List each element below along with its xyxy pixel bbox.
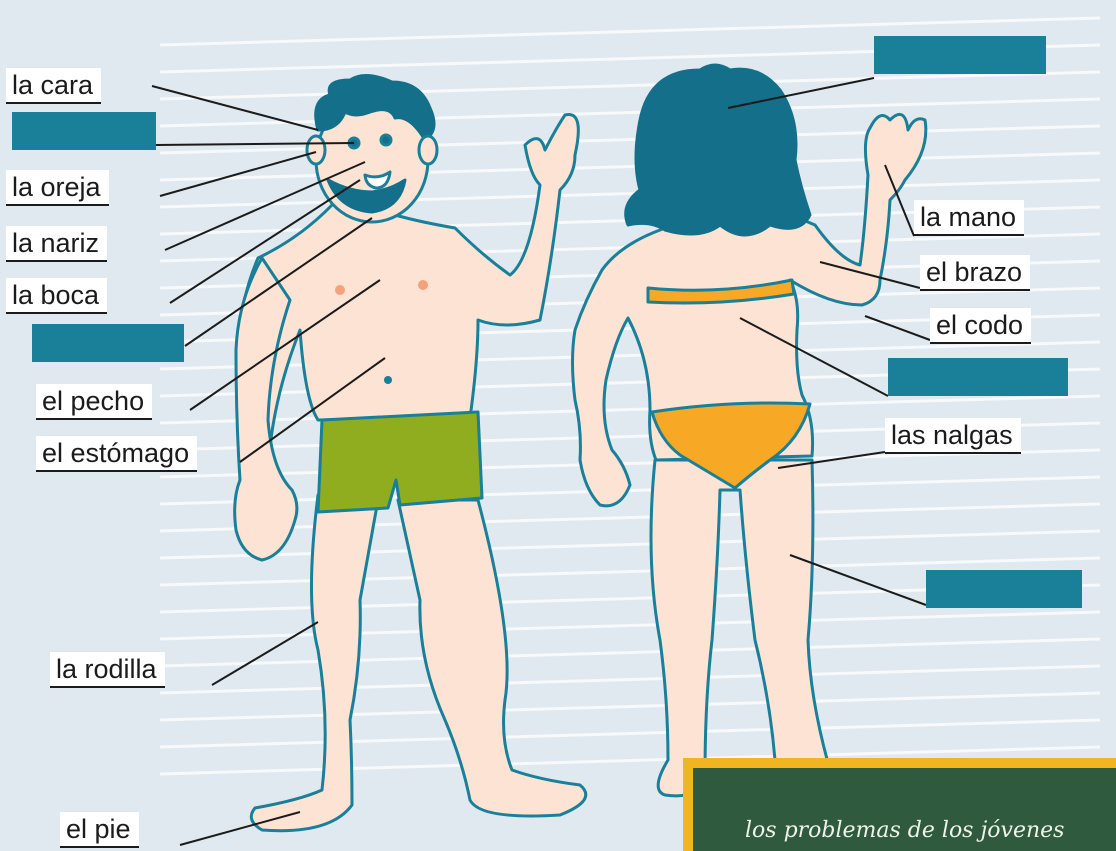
- woman-torso: [571, 112, 928, 508]
- line-blank-espalda: [739, 317, 889, 397]
- label-la-nariz: la nariz: [6, 226, 108, 262]
- man-navel: [384, 376, 392, 384]
- line-el-pecho: [189, 279, 381, 411]
- line-el-estomago: [239, 357, 386, 463]
- man-eye-right: [379, 133, 393, 147]
- blank-label-box-eye: [12, 112, 156, 150]
- line-el-codo: [864, 315, 931, 341]
- leader-lines: [151, 77, 931, 846]
- blank-label-box-hair: [874, 36, 1046, 74]
- woman-figure: [571, 63, 928, 798]
- man-left-ear: [305, 134, 327, 166]
- label-el-pecho: el pecho: [36, 384, 153, 420]
- line-la-nariz: [164, 161, 366, 251]
- woman-hair: [624, 63, 812, 237]
- label-el-codo: el codo: [930, 308, 1032, 344]
- man-nipple-right: [418, 280, 428, 290]
- line-las-nalgas: [777, 451, 886, 469]
- blank-label-box-leg: [926, 570, 1082, 608]
- man-mouth: [363, 170, 392, 190]
- man-shorts: [316, 410, 484, 514]
- line-blank-cuello: [184, 217, 373, 347]
- line-la-cara: [151, 85, 319, 131]
- woman-bikini-top: [646, 278, 796, 305]
- label-la-boca: la boca: [6, 278, 108, 314]
- label-la-oreja: la oreja: [6, 170, 109, 206]
- ruled-lines: [159, 16, 1101, 776]
- label-el-estomago: el estómago: [36, 436, 198, 472]
- blank-label-box-neck: [32, 324, 184, 362]
- line-la-mano: [884, 164, 915, 237]
- line-blank-pierna: [789, 554, 927, 606]
- man-hair: [314, 74, 436, 142]
- line-la-oreja: [159, 151, 317, 197]
- label-la-mano: la mano: [914, 200, 1025, 236]
- chapter-banner: los problemas de los jóvenes: [683, 758, 1116, 851]
- line-blank-pelo: [727, 77, 875, 109]
- label-las-nalgas: las nalgas: [885, 418, 1021, 454]
- man-nipple-left: [335, 285, 345, 295]
- line-blank-eye: [155, 142, 355, 146]
- label-el-pie: el pie: [60, 812, 139, 848]
- line-la-boca: [169, 179, 361, 304]
- line-el-pie: [179, 811, 301, 846]
- woman-legs: [649, 458, 832, 798]
- woman-bikini-bottom: [650, 401, 812, 490]
- blank-label-box-back: [888, 358, 1068, 396]
- label-la-cara: la cara: [6, 68, 102, 104]
- label-el-brazo: el brazo: [920, 255, 1031, 291]
- chapter-banner-panel: los problemas de los jóvenes: [693, 768, 1116, 851]
- line-el-brazo: [819, 261, 921, 289]
- label-la-rodilla: la rodilla: [50, 652, 165, 688]
- line-la-rodilla: [211, 621, 319, 686]
- man-left-leg: [249, 493, 380, 833]
- man-right-ear: [417, 134, 439, 166]
- man-right-leg: [396, 498, 588, 818]
- man-beard: [326, 178, 407, 214]
- man-left-arm: [233, 256, 299, 562]
- chapter-title: los problemas de los jóvenes: [745, 818, 1065, 843]
